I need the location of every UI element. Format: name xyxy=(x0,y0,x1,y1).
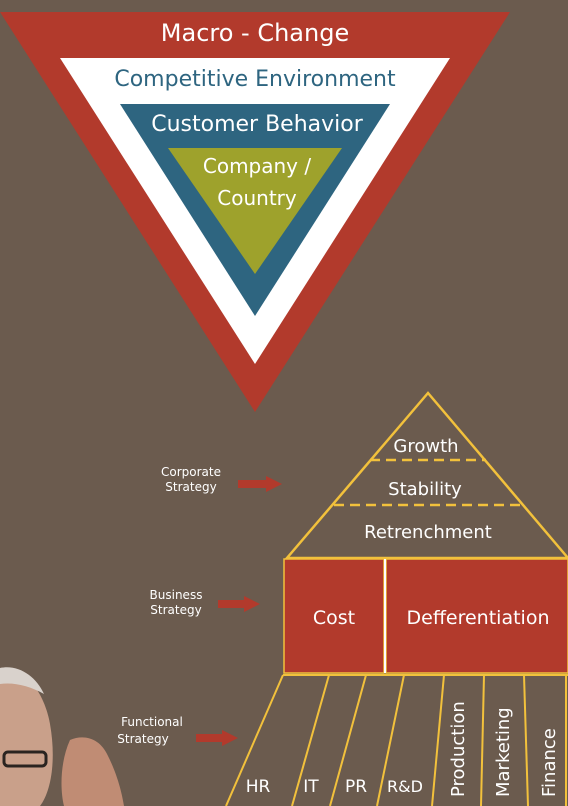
business-label-line2: Strategy xyxy=(150,603,201,617)
stability-label: Stability xyxy=(388,479,462,500)
functional-label-line2: Strategy xyxy=(117,732,168,746)
environment-triangle: Macro - Change Competitive Environment C… xyxy=(0,12,510,412)
competitive-environment-label: Competitive Environment xyxy=(114,67,396,92)
business-label-line1: Business xyxy=(150,588,203,602)
layer-company-country xyxy=(168,148,342,274)
cost-box xyxy=(283,558,385,674)
presenter-head xyxy=(0,667,53,806)
business-arrow-icon xyxy=(218,596,260,612)
functional-divider-6 xyxy=(480,674,485,806)
function-rnd: R&D xyxy=(387,777,423,796)
business-level-label: Business Strategy xyxy=(150,588,260,617)
corporate-pyramid: Growth Stability Retrenchment xyxy=(284,391,568,560)
functional-divider-5 xyxy=(431,674,445,806)
presenter-hand xyxy=(61,737,124,806)
country-label: Country xyxy=(217,186,297,210)
function-finance: Finance xyxy=(539,728,560,797)
macro-change-label: Macro - Change xyxy=(161,19,349,47)
presenter-glasses xyxy=(2,750,48,768)
corporate-triangle-outline xyxy=(284,391,568,560)
function-pr: PR xyxy=(345,777,367,797)
differentiation-label: Defferentiation xyxy=(407,607,550,629)
corporate-level-label: Corporate Strategy xyxy=(161,465,282,494)
functional-arrow-icon xyxy=(196,730,238,746)
presenter-photo xyxy=(0,667,124,806)
functional-divider-3 xyxy=(329,674,367,806)
functional-divider-4 xyxy=(376,674,405,806)
customer-behavior-label: Customer Behavior xyxy=(151,112,364,137)
functional-level-label: Functional Strategy xyxy=(117,715,238,746)
functional-divider-1 xyxy=(225,674,284,806)
function-hr: HR xyxy=(246,777,271,797)
corporate-label-line2: Strategy xyxy=(165,480,216,494)
function-it: IT xyxy=(303,777,319,797)
functional-label-line1: Functional xyxy=(121,715,183,729)
function-marketing: Marketing xyxy=(493,707,514,797)
business-boxes: Cost Defferentiation xyxy=(283,558,568,674)
corporate-label-line1: Corporate xyxy=(161,465,221,479)
functional-columns: HR IT PR R&D Production Marketing Financ… xyxy=(225,674,568,806)
functional-divider-2 xyxy=(291,674,330,806)
function-production: Production xyxy=(448,701,469,797)
retrenchment-label: Retrenchment xyxy=(364,522,492,543)
corporate-arrow-icon xyxy=(238,476,282,492)
company-label: Company / xyxy=(203,154,312,178)
growth-label: Growth xyxy=(393,436,458,457)
functional-divider-7 xyxy=(523,674,529,806)
presenter-hair xyxy=(0,667,44,694)
cost-label: Cost xyxy=(313,607,355,629)
